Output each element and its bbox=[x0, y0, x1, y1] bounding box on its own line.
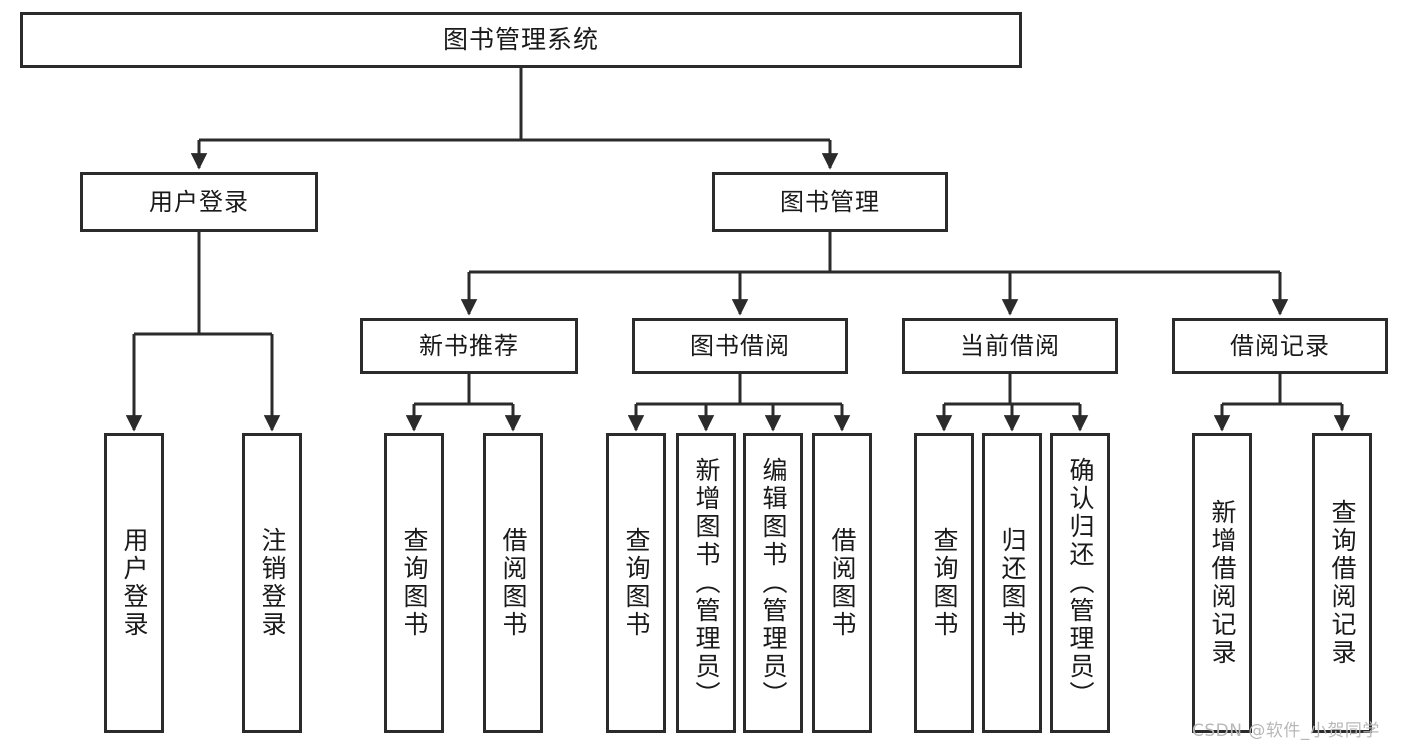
node-root-book-management-system[interactable]: 图书管理系统 bbox=[20, 12, 1022, 68]
leaf-return-book[interactable]: 归还图书 bbox=[982, 433, 1042, 733]
node-label: 查询图书 bbox=[400, 527, 429, 639]
leaf-query-book-borrow[interactable]: 查询图书 bbox=[606, 433, 666, 733]
node-label: 注销登录 bbox=[258, 527, 287, 639]
node-new-book-recommend[interactable]: 新书推荐 bbox=[360, 318, 578, 374]
node-user-login[interactable]: 用户登录 bbox=[80, 172, 318, 232]
node-label: 用户登录 bbox=[120, 527, 149, 639]
node-label: 借阅图书 bbox=[828, 527, 857, 639]
node-label: 新增借阅记录 bbox=[1208, 499, 1237, 667]
node-label: 查询借阅记录 bbox=[1328, 499, 1357, 667]
leaf-edit-book-admin[interactable]: 编辑图书（管理员） bbox=[743, 433, 803, 733]
leaf-query-book-new[interactable]: 查询图书 bbox=[384, 433, 444, 733]
leaf-add-book-admin[interactable]: 新增图书（管理员） bbox=[676, 433, 736, 733]
leaf-borrow-book-new[interactable]: 借阅图书 bbox=[483, 433, 543, 733]
node-label: 查询图书 bbox=[622, 527, 651, 639]
node-label: 查询图书 bbox=[930, 527, 959, 639]
leaf-confirm-return-admin[interactable]: 确认归还（管理员） bbox=[1050, 433, 1110, 733]
node-label: 当前借阅 bbox=[960, 331, 1060, 360]
node-label: 新增图书（管理员） bbox=[692, 457, 721, 709]
node-current-borrow[interactable]: 当前借阅 bbox=[902, 318, 1118, 374]
leaf-query-book-current[interactable]: 查询图书 bbox=[914, 433, 974, 733]
node-book-management[interactable]: 图书管理 bbox=[712, 172, 948, 232]
node-book-borrow[interactable]: 图书借阅 bbox=[632, 318, 848, 374]
csdn-watermark: CSDN @软件_小贺同学 bbox=[1192, 721, 1380, 741]
node-label: 用户登录 bbox=[149, 187, 249, 216]
node-label: 图书管理系统 bbox=[442, 25, 599, 55]
node-label: 确认归还（管理员） bbox=[1066, 457, 1095, 709]
node-label: 图书借阅 bbox=[690, 331, 790, 360]
node-label: 编辑图书（管理员） bbox=[759, 457, 788, 709]
node-label: 借阅图书 bbox=[499, 527, 528, 639]
node-label: 借阅记录 bbox=[1230, 331, 1330, 360]
node-label: 新书推荐 bbox=[419, 331, 519, 360]
leaf-borrow-book[interactable]: 借阅图书 bbox=[812, 433, 872, 733]
leaf-add-borrow-record[interactable]: 新增借阅记录 bbox=[1192, 433, 1252, 733]
node-label: 图书管理 bbox=[780, 187, 880, 216]
node-borrow-record[interactable]: 借阅记录 bbox=[1172, 318, 1388, 374]
leaf-user-login[interactable]: 用户登录 bbox=[104, 433, 164, 733]
leaf-logout[interactable]: 注销登录 bbox=[242, 433, 302, 733]
node-label: 归还图书 bbox=[998, 527, 1027, 639]
leaf-query-borrow-record[interactable]: 查询借阅记录 bbox=[1312, 433, 1372, 733]
